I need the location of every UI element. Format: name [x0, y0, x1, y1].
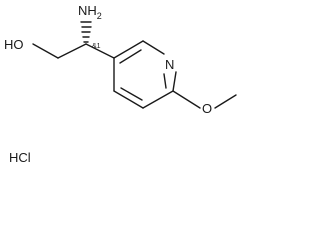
double-bond-nc6: [163, 73, 167, 89]
ring-nitrogen-label: N: [165, 57, 174, 72]
bond-o-ch3: [214, 94, 237, 109]
amine-label: NH2: [78, 3, 102, 21]
amine-label-main: NH: [78, 3, 97, 18]
bond-c6-o: [172, 90, 201, 109]
salt-label: HCl: [9, 150, 31, 165]
ether-oxygen-label: O: [202, 101, 212, 116]
bond-o-ch2: [32, 43, 59, 59]
amine-label-subscript: 2: [97, 11, 102, 21]
bond-ch2-ch: [57, 43, 87, 59]
stereo-hash-bond: [80, 21, 92, 43]
structure-diagram: HO NH2 &1 N O HCl: [4, 3, 237, 165]
double-bond-c2c3: [119, 49, 142, 64]
hydroxyl-label: HO: [4, 37, 24, 52]
pyridine-ring: [113, 40, 177, 109]
double-bond-c4c5: [120, 87, 143, 101]
stereo-label: &1: [92, 43, 101, 50]
bond-ch-ring: [85, 43, 115, 59]
